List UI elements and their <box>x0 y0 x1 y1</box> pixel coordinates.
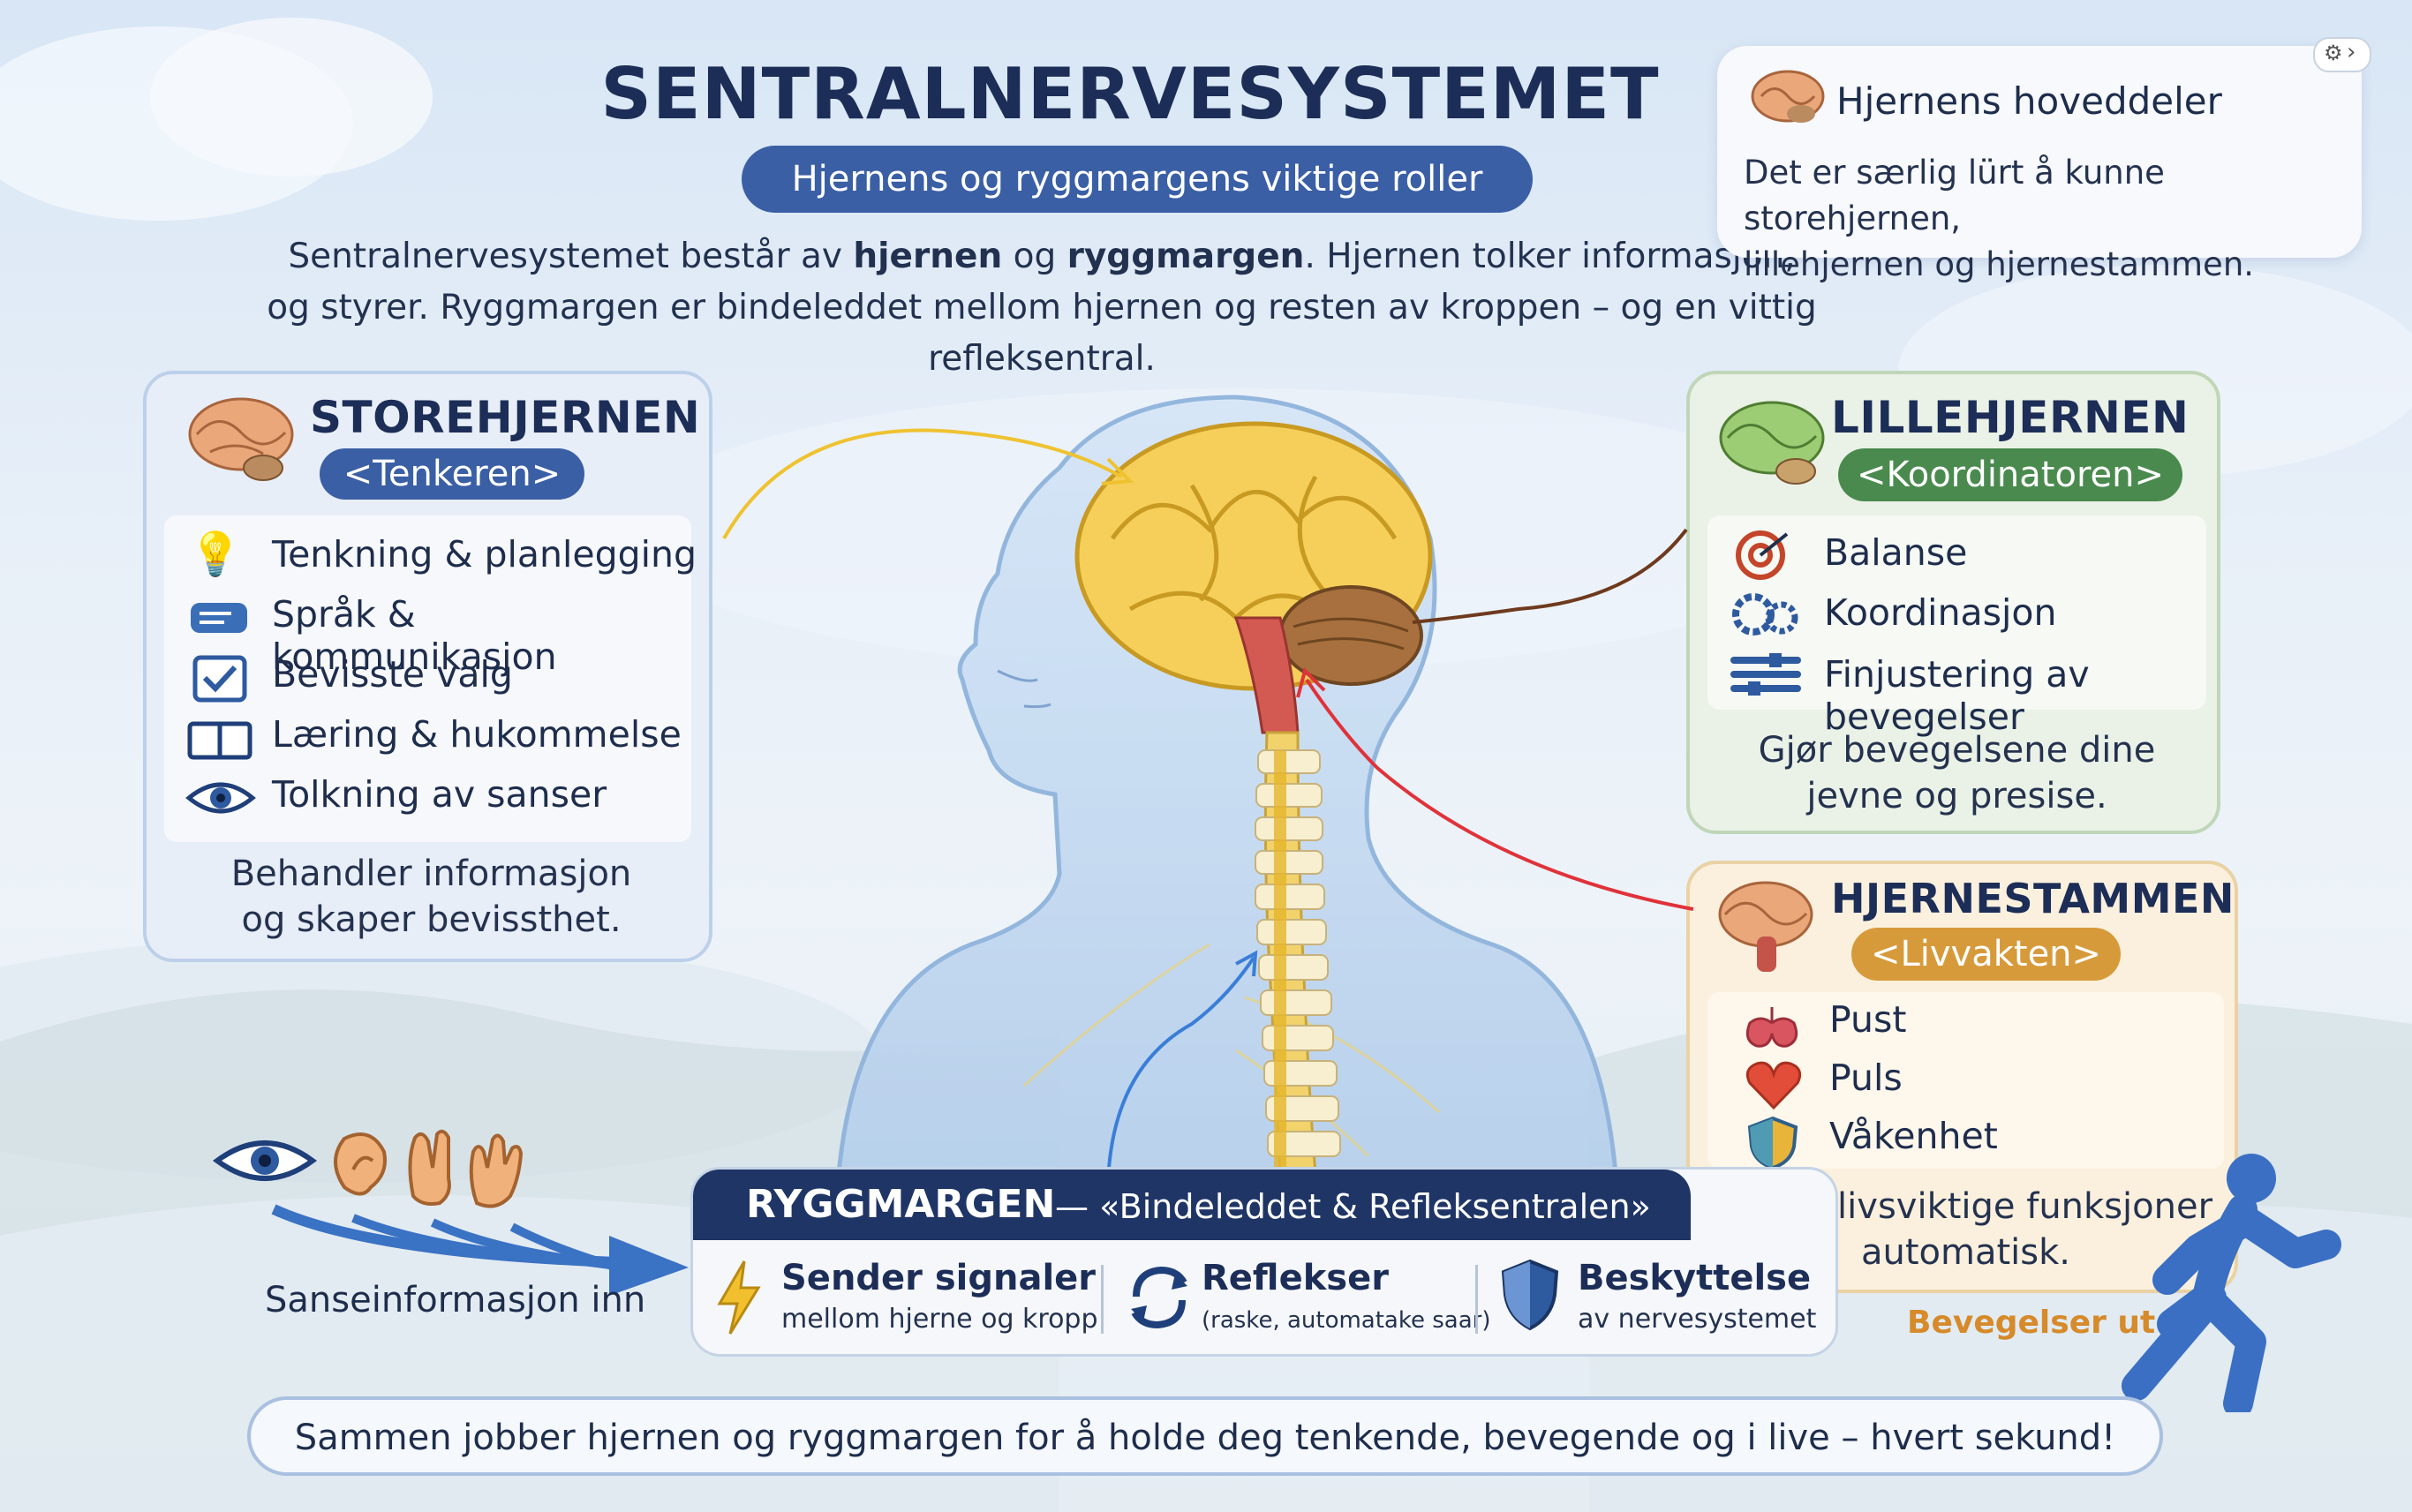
human-nervous-system-illustration <box>836 395 1618 1174</box>
storehjernen-footer: Behandler informasjon og skaper bevissth… <box>230 854 632 940</box>
lightning-icon <box>717 1260 761 1335</box>
divider <box>1101 1265 1104 1334</box>
book-icon <box>187 721 253 760</box>
storehjernen-title: STOREHJERNEN <box>310 392 701 443</box>
list-item: Læring & hukommelse <box>272 713 682 756</box>
eye-icon <box>185 782 256 814</box>
target-icon <box>1736 530 1789 580</box>
bottom-banner-text: Sammen jobber hjernen og ryggmargen for … <box>294 1418 2116 1458</box>
ryggmargen-item-sub: mellom hjerne og kropp <box>781 1304 1098 1335</box>
settings-icon: ⚙ <box>2324 41 2343 65</box>
chevron-right-icon: › <box>2347 39 2356 65</box>
brain-icon <box>188 397 294 481</box>
storehjernen-role: <Tenkeren> <box>320 448 584 500</box>
lightbulb-icon: 💡 <box>189 530 242 579</box>
brain-icon <box>1751 70 1825 123</box>
list-item: Finjustering av bevegelser <box>1824 653 2090 738</box>
intro-text: Sentralnervesystemet består av hjernen o… <box>267 237 1817 379</box>
speech-bubble-icon <box>191 603 247 633</box>
info-box: Hjernens hoveddeler Det er særlig lürt å… <box>1717 46 2362 283</box>
corner-toggle-button[interactable]: ⚙ › <box>2313 37 2371 72</box>
list-item: Balanse <box>1824 531 1968 574</box>
bottom-banner: Sammen jobber hjernen og ryggmargen for … <box>247 1396 2163 1476</box>
brain-icon <box>1718 881 1813 972</box>
running-person-icon <box>2122 1154 2341 1412</box>
lillehjernen-role: <Koordinatoren> <box>1838 448 2182 501</box>
list-item: Språk & kommunikasjon <box>272 593 557 678</box>
ryggmargen-item-title: Sender signaler <box>781 1258 1097 1298</box>
info-box-title: Hjernens hoveddeler <box>1836 79 2222 123</box>
movement-label: Bevegelser ut <box>1907 1305 2156 1341</box>
list-item: Puls <box>1829 1057 1903 1099</box>
list-item: Pust <box>1829 998 1907 1041</box>
heart-icon <box>1745 1061 1802 1110</box>
senses-label: Sanseinformasjon inn <box>265 1280 646 1320</box>
hjernestammen-role: <Livvakten> <box>1851 928 2121 981</box>
ryggmargen-title: RYGGMARGEN <box>746 1182 1056 1227</box>
ryggmargen-item-title: Reflekser <box>1202 1258 1389 1298</box>
ryggmargen-item-sub: av nervesystemet <box>1578 1304 1817 1335</box>
info-box-text: Det er særlig lürt å kunne storehjernen,… <box>1744 154 2255 283</box>
list-item: Tolkning av sanser <box>272 773 607 816</box>
ryggmargen-subtitle: — «Bindeleddet & Refleksentralen» <box>1055 1187 1651 1226</box>
shield-icon <box>1501 1259 1559 1331</box>
lungs-icon <box>1745 1007 1798 1048</box>
list-item: Koordinasjon <box>1824 591 2057 634</box>
ryggmargen-item-sub: (raske, automatake saar) <box>1202 1307 1491 1334</box>
storehjernen-card: STOREHJERNEN <Tenkeren> 💡 Tenkning & pla… <box>143 371 712 962</box>
ryggmargen-item-title: Beskyttelse <box>1578 1258 1812 1298</box>
list-item: Våkenhet <box>1829 1115 1998 1157</box>
lillehjernen-title: LILLEHJERNEN <box>1831 392 2190 443</box>
gears-icon <box>1732 593 1798 636</box>
sliders-icon <box>1730 653 1801 696</box>
eye-icon <box>212 1140 318 1181</box>
page-title: SENTRALNERVESYSTEMET <box>600 53 1660 135</box>
ear-icon <box>334 1132 387 1196</box>
ryggmargen-panel: RYGGMARGEN — «Bindeleddet & Refleksentra… <box>690 1167 1838 1357</box>
list-item: Bevisste valg <box>272 653 513 696</box>
ryggmargen-header: RYGGMARGEN — «Bindeleddet & Refleksentra… <box>693 1170 1691 1240</box>
reflex-arrows-icon <box>1131 1266 1187 1329</box>
storehjernen-list <box>164 515 691 842</box>
sense-input-arrows <box>271 1204 689 1296</box>
lillehjernen-card: LILLEHJERNEN <Koordinatoren> Balanse Koo… <box>1686 371 2220 834</box>
lillehjernen-footer: Gjør bevegelsene dine jevne og presise. <box>1758 730 2156 816</box>
list-item: Tenkning & planlegging <box>272 533 697 575</box>
hjernestammen-title: HJERNESTAMMEN <box>1831 875 2235 922</box>
brain-icon <box>1719 401 1825 485</box>
divider <box>1475 1265 1478 1334</box>
hjernestammen-card: HJERNESTAMMEN <Livvakten> Pust Puls Våke… <box>1686 861 2238 1293</box>
sense-organs-icons <box>212 1129 524 1208</box>
hand-icon <box>408 1129 524 1208</box>
subtitle-pill: Hjernens og ryggmargens viktige roller <box>742 146 1533 213</box>
checkbox-icon <box>192 655 247 703</box>
